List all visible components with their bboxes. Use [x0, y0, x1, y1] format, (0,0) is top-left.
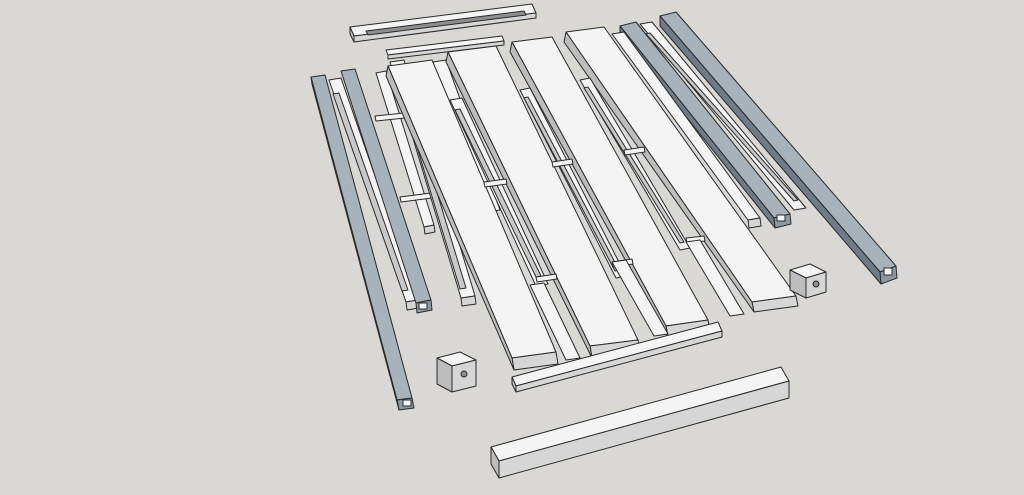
left-outer-blue-rail [310, 74, 415, 411]
gap-rail-c [579, 77, 691, 251]
left-white-channel-rail-3 [375, 70, 436, 235]
top-thin-bar [385, 35, 505, 60]
gap-rail-a [449, 97, 549, 287]
lower-panel-gap-rails [529, 239, 745, 361]
front-square-beam [490, 366, 790, 479]
corner-block-left [436, 351, 477, 393]
panel-1 [385, 59, 559, 371]
left-blue-rail-2 [340, 68, 433, 314]
bottom-thin-bar [511, 321, 723, 393]
corner-block-right [789, 263, 827, 299]
right-white-channel-rails [611, 21, 807, 229]
right-blue-rail-inner [619, 21, 792, 229]
right-blue-rail-outer [659, 11, 898, 285]
panel-4 [563, 26, 799, 313]
top-slotted-rail [349, 3, 537, 43]
